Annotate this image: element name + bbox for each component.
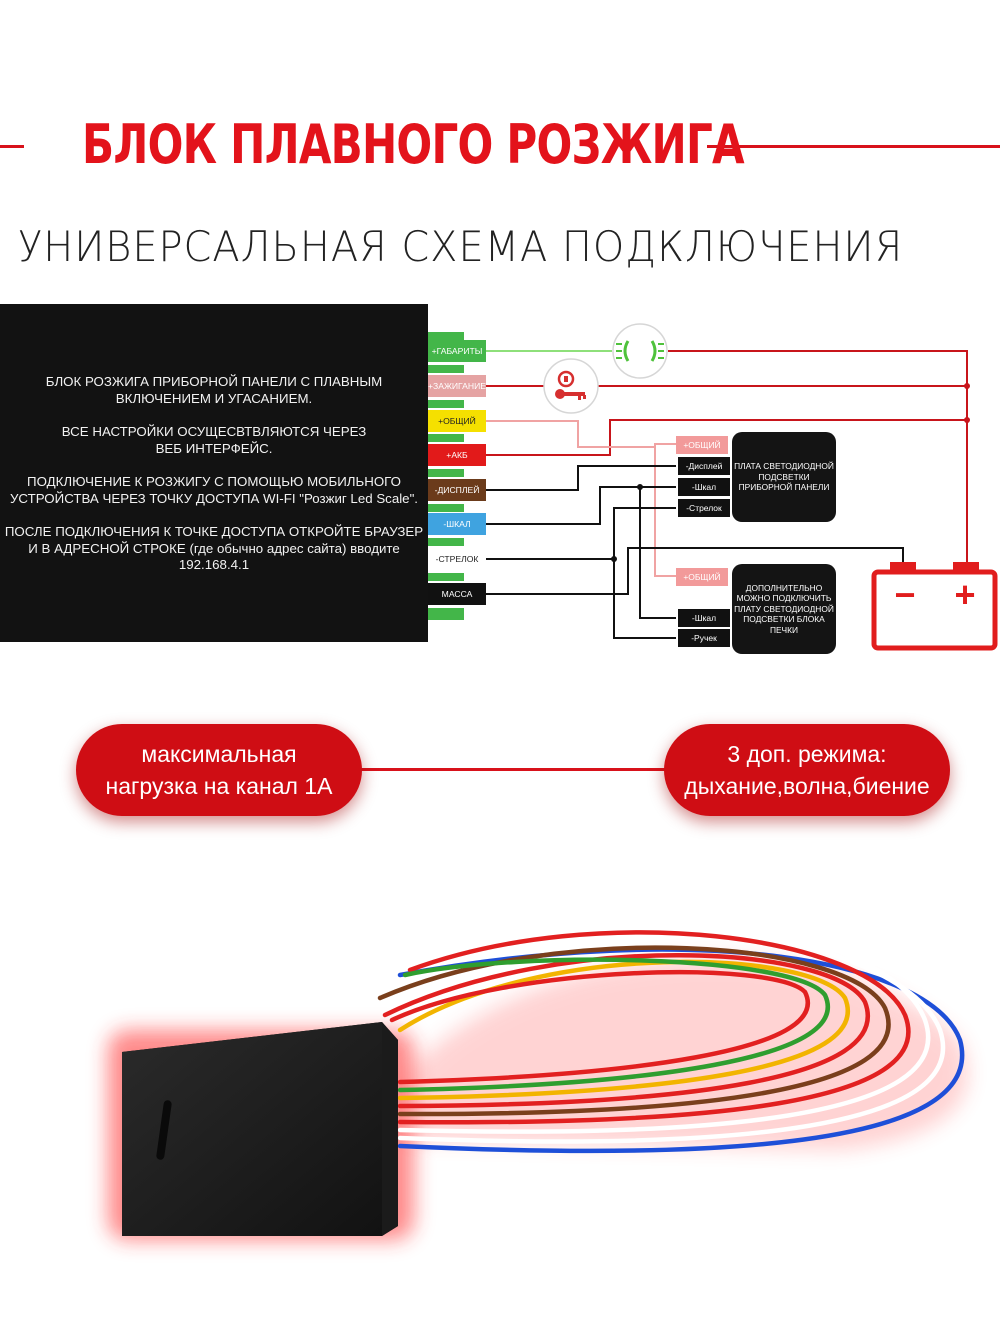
features-connector-line (320, 768, 700, 771)
info-paragraph-3: ПОДКЛЮЧЕНИЕ К РОЗЖИГУ С ПОМОЩЬЮ МОБИЛЬНО… (9, 474, 418, 506)
pin-strip (428, 400, 464, 408)
pin-strip (428, 538, 464, 546)
pin-akb: +АКБ (428, 444, 486, 466)
info-panel: БЛОК РОЗЖИГА ПРИБОРНОЙ ПАНЕЛИ С ПЛАВНЫМ … (0, 304, 428, 642)
info-paragraph-4: ПОСЛЕ ПОДКЛЮЧЕНИЯ К ТОЧКЕ ДОСТУПА ОТКРОЙ… (4, 524, 424, 572)
battery-minus-sign: − (894, 574, 916, 615)
feature-modes-line-2: дыхание,волна,биение (684, 773, 930, 799)
wire-arrows-board2 (613, 559, 676, 639)
feature-modes: 3 доп. режима: дыхание,волна,биение (664, 724, 950, 816)
pin-strip (428, 504, 464, 512)
board1-line-3: ПРИБОРНОЙ ПАНЕЛИ (738, 482, 830, 493)
wiring-diagram (486, 323, 998, 651)
board2-input-knobs: -Ручек (678, 629, 730, 647)
pin-strip (428, 365, 464, 373)
wire-bundle (377, 912, 965, 1154)
feature-modes-line-1: 3 доп. режима: (727, 741, 887, 767)
pin-common: +ОБЩИЙ (428, 410, 486, 432)
wire-scale (486, 486, 676, 525)
ignition-key-icon (543, 358, 599, 414)
wire-ground (486, 547, 904, 595)
junction-arrows (611, 556, 617, 562)
board2-line-2: МОЖНО ПОДКЛЮЧИТЬ (736, 593, 832, 604)
board2-line-3: ПЛАТУ СВЕТОДИОДНОЙ (734, 603, 834, 614)
wire-scale-2 (639, 487, 676, 619)
pin-strip (428, 434, 464, 442)
page-title: БЛОК ПЛАВНОГО РОЗЖИГА (82, 113, 745, 176)
board2-input-scale: -Шкал (678, 609, 730, 627)
board1-input-common: +ОБЩИЙ (676, 436, 728, 454)
board1-line-2: ПОДСВЕТКИ (758, 471, 810, 482)
pin-arrows: -СТРЕЛОК (428, 548, 486, 570)
page-subtitle: УНИВЕРСАЛЬНАЯ СХЕМА ПОДКЛЮЧЕНИЯ (18, 222, 904, 271)
product-photo (108, 912, 968, 1240)
headlamp-icon (612, 323, 668, 379)
wire-akb (486, 419, 967, 456)
pin-strip-bottom (428, 608, 464, 620)
device-box (122, 1022, 398, 1236)
title-line-left (0, 145, 24, 148)
feature-max-load: максимальная нагрузка на канал 1А (76, 724, 362, 816)
board1-instrument-panel: ПЛАТА СВЕТОДИОДНОЙ ПОДСВЕТКИ ПРИБОРНОЙ П… (732, 432, 836, 522)
board1-input-scale: -Шкал (678, 478, 730, 496)
pin-display: -ДИСПЛЕЙ (428, 479, 486, 501)
pin-ground: МАССА (428, 583, 486, 605)
wire-lamp-to-battery (668, 350, 968, 562)
wire-common-2 (654, 447, 676, 577)
info-paragraph-2: ВСЕ НАСТРОЙКИ ОСУЩЕСВТВЛЯЮТСЯ ЧЕРЕЗ ВЕБ … (61, 424, 367, 456)
pin-strip (428, 573, 464, 581)
title-line-right (707, 145, 1000, 148)
pin-ignition: +ЗАЖИГАНИЕ (428, 375, 486, 397)
board1-line-1: ПЛАТА СВЕТОДИОДНОЙ (734, 461, 834, 472)
board2-input-common: +ОБЩИЙ (676, 568, 728, 586)
junction-scale (637, 484, 643, 490)
pin-strip-top (428, 332, 464, 340)
junction-ignition (964, 383, 970, 389)
feature-max-load-line-2: нагрузка на канал 1А (105, 773, 333, 799)
board2-line-5: ПЕЧКИ (769, 624, 799, 635)
board2-line-4: ПОДСВЕТКИ БЛОКА (743, 614, 825, 625)
battery-plus-sign: + (954, 574, 976, 615)
wire-common-1 (486, 420, 676, 448)
pin-scale: -ШКАЛ (428, 513, 486, 535)
battery-icon (871, 562, 998, 651)
pin-gabarity: +ГАБАРИТЫ (428, 340, 486, 362)
feature-max-load-line-1: максимальная (141, 741, 297, 767)
board1-input-display: -Дисплей (678, 457, 730, 475)
board2-line-1: ДОПОЛНИТЕЛЬНО (745, 582, 823, 593)
pin-strip (428, 469, 464, 477)
wire-display (486, 465, 676, 491)
board2-heater-panel: ДОПОЛНИТЕЛЬНО МОЖНО ПОДКЛЮЧИТЬ ПЛАТУ СВЕ… (732, 564, 836, 654)
info-paragraph-1: БЛОК РОЗЖИГА ПРИБОРНОЙ ПАНЕЛИ С ПЛАВНЫМ … (45, 374, 383, 406)
board1-input-arrows: -Стрелок (678, 499, 730, 517)
wire-arrows-board1 (613, 507, 676, 559)
junction-akb (964, 417, 970, 423)
